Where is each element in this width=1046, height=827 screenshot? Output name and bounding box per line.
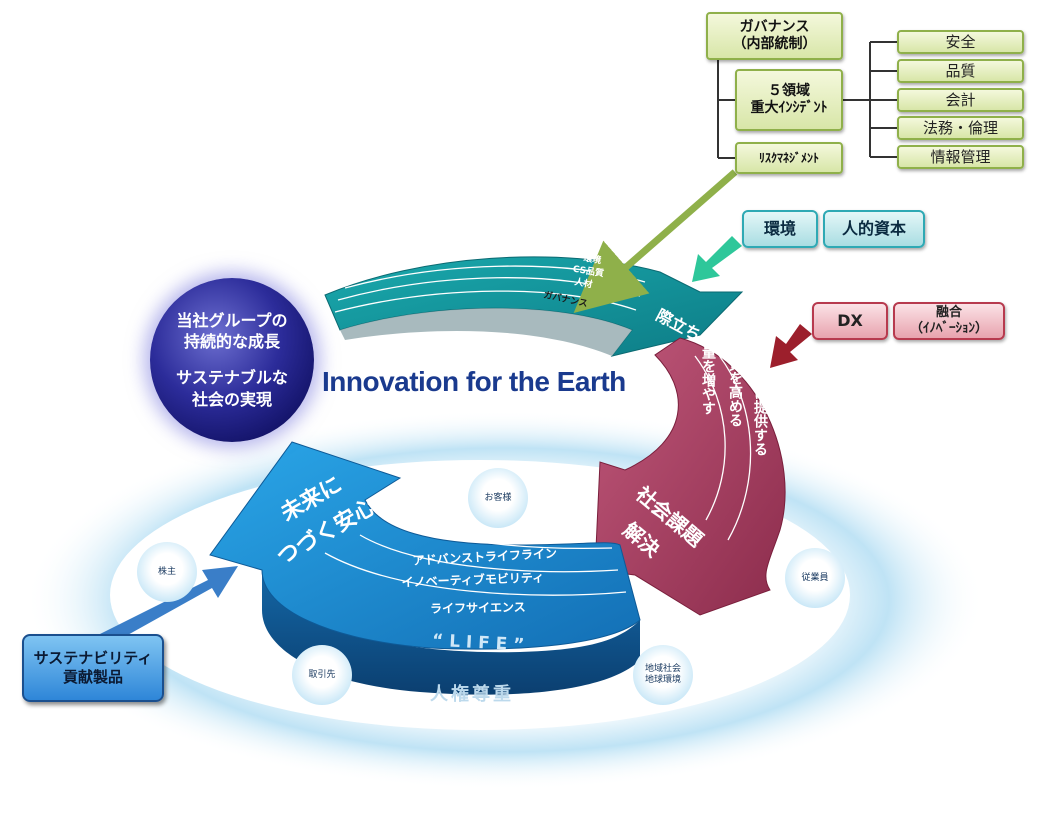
- stakeholder-employee: 従業員: [785, 548, 845, 608]
- orb-society-text: サステナブルな 社会の実現: [176, 368, 288, 409]
- fusion-box: 融合 （ｲﾉﾍﾞｰｼｮﾝ）: [893, 302, 1005, 340]
- area-info-management-box: 情報管理: [897, 145, 1024, 169]
- governance-box: ガバナンス （内部統制）: [706, 12, 843, 60]
- risk-management-box: ﾘｽｸﾏﾈｼﾞﾒﾝﾄ: [735, 142, 843, 174]
- environment-box: 環境: [742, 210, 818, 248]
- area-legal-ethics-box: 法務・倫理: [897, 116, 1024, 140]
- human-rights-label: 人権尊重: [430, 684, 514, 705]
- left-arc: [209, 441, 641, 695]
- stakeholder-community: 地域社会 地球環境: [633, 645, 693, 705]
- risk-arrow: [573, 169, 738, 314]
- area-safety-box: 安全: [897, 30, 1024, 54]
- right-lane-quality: 質を高める: [727, 356, 743, 427]
- sustainability-products-box: サステナビリティ 貢献製品: [22, 634, 164, 702]
- right-arc: [594, 337, 786, 616]
- growth-orb: 当社グループの 持続的な成長 サステナブルな 社会の実現: [150, 278, 314, 442]
- left-lane-residential: レジデンシャル: [454, 523, 539, 542]
- right-lane-sustain: 持続的に提供する: [752, 343, 769, 456]
- products-arrow: [100, 566, 238, 646]
- area-accounting-box: 会計: [897, 88, 1024, 112]
- stakeholder-partner: 取引先: [292, 645, 352, 705]
- left-lane-innovative-mobility: イノベーティブモビリティ: [401, 570, 544, 590]
- dx-box: DX: [812, 302, 888, 340]
- major-incident-box: ５領域 重大ｲﾝｼﾃﾞﾝﾄ: [735, 69, 843, 131]
- stakeholder-shareholder: 株主: [137, 542, 197, 602]
- stakeholder-customer: お客様: [468, 468, 528, 528]
- dx-arrow: [770, 324, 812, 368]
- orb-growth-text: 当社グループの 持続的な成長: [176, 310, 288, 352]
- left-lane-life-science: ライフサイエンス: [430, 600, 526, 616]
- governance-tree-lines: [717, 41, 897, 159]
- top-lane-environment: 環境: [583, 252, 603, 266]
- area-quality-box: 品質: [897, 59, 1024, 83]
- top-lane-talent: 人材: [573, 275, 594, 290]
- right-lane-quantity: 量を増やす: [700, 345, 716, 415]
- left-arc-life: “ L I F E ”: [432, 631, 525, 656]
- env-arrow: [692, 236, 742, 282]
- human-capital-box: 人的資本: [823, 210, 925, 248]
- page-title: Innovation for the Earth: [322, 366, 626, 397]
